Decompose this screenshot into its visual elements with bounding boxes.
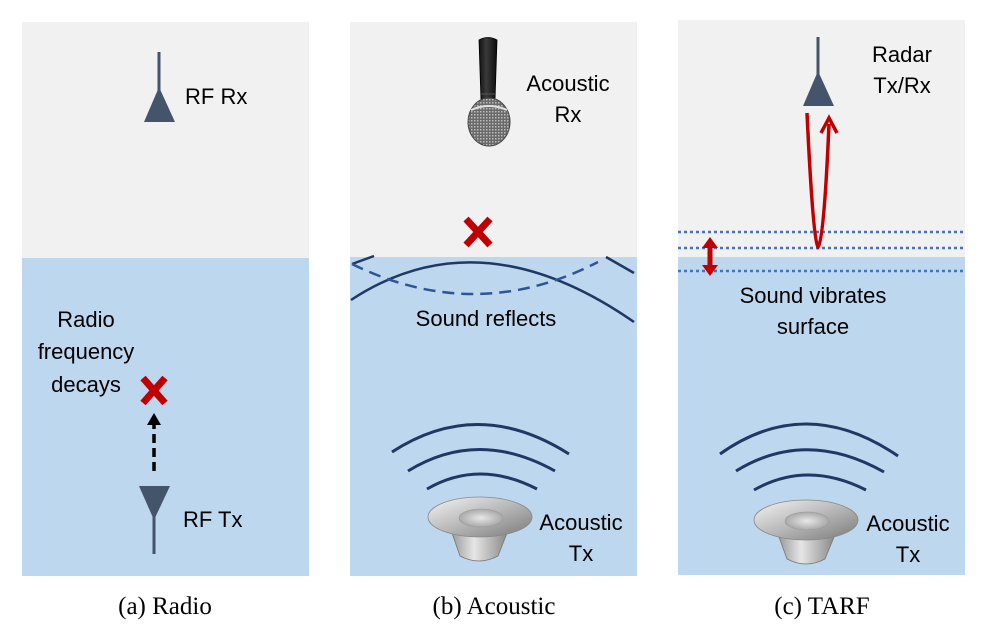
radar-antenna-icon [803, 37, 834, 106]
acoustic-tx-label-line-1: Acoustic [866, 511, 949, 536]
radio-decay-annotation-line-3: decays [51, 372, 121, 397]
caption-radio: (a) Radio [118, 593, 212, 620]
radar-reflection-arrow-icon [805, 112, 839, 250]
caption-acoustic: (b) Acoustic [433, 593, 556, 620]
acoustic-tx-label-line-2: Tx [896, 542, 920, 567]
air-region [678, 20, 965, 257]
acoustic-rx-label-line-2: Rx [555, 102, 582, 127]
blocked-x-icon [140, 375, 168, 406]
speaker-icon [753, 499, 859, 565]
water-region [22, 258, 309, 576]
air-region [22, 22, 309, 258]
vibration-double-arrow-icon [702, 237, 718, 276]
caption-tarf: (c) TARF [774, 593, 869, 620]
radar-label-line-2: Tx/Rx [873, 73, 930, 98]
signal-up-arrow-icon [147, 413, 161, 471]
sound-reflects-annotation: Sound reflects [416, 306, 557, 331]
blocked-x-icon [463, 216, 493, 248]
panel-acoustic: Acoustic Rx Sound reflects Acoustic Tx (… [350, 22, 637, 620]
sound-waves-icon [719, 422, 899, 492]
rf-transmitter-antenna-icon [139, 486, 170, 554]
radar-label-line-1: Radar [872, 42, 932, 67]
panel-radio: RF Rx Radio frequency decays RF Tx (a) R… [22, 22, 309, 620]
speaker-icon [427, 496, 533, 562]
rf-rx-label: RF Rx [185, 84, 247, 109]
panel-tarf: Radar Tx/Rx Sound vibrates surface [678, 20, 965, 620]
microphone-icon [467, 37, 511, 147]
radio-decay-annotation-line-1: Radio [57, 307, 114, 332]
sound-waves-icon [391, 423, 570, 491]
acoustic-tx-label-line-1: Acoustic [539, 510, 622, 535]
acoustic-rx-label-line-1: Acoustic [526, 71, 609, 96]
radio-decay-annotation-line-2: frequency [38, 339, 135, 364]
rf-receiver-antenna-icon [144, 52, 175, 122]
sound-vibrates-annotation-line-1: Sound vibrates [740, 283, 887, 308]
acoustic-tx-label-line-2: Tx [569, 541, 593, 566]
reflected-wave-icon [350, 254, 635, 324]
sound-vibrates-annotation-line-2: surface [777, 314, 849, 339]
rf-tx-label: RF Tx [183, 507, 242, 532]
